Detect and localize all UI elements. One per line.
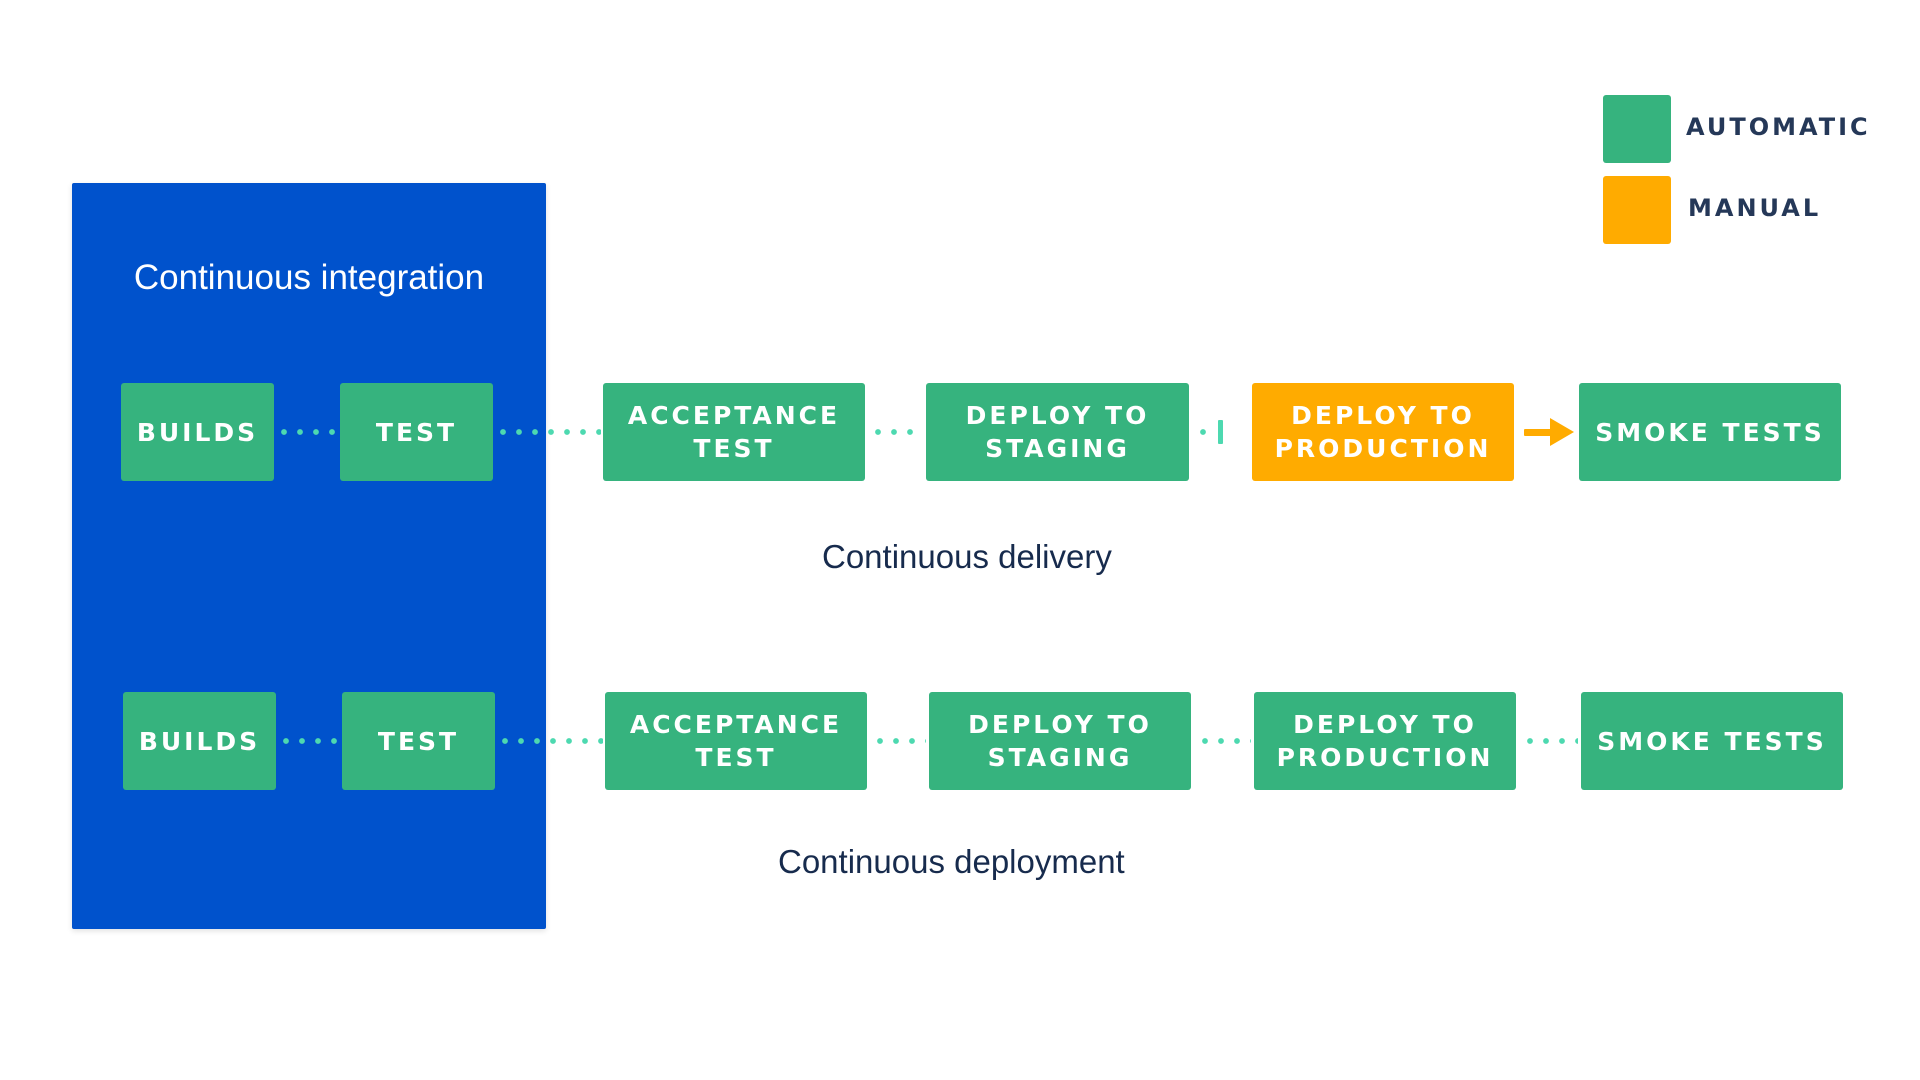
connector-dots (497, 737, 603, 745)
deployment-step-builds: BUILDS (123, 692, 276, 790)
connector-dots (278, 737, 340, 745)
connector-dots (870, 428, 922, 436)
delivery-step-deploy-to-production: DEPLOY TO PRODUCTION (1252, 383, 1514, 481)
deployment-step-deploy-to-production: DEPLOY TO PRODUCTION (1254, 692, 1516, 790)
legend-swatch-automatic (1603, 95, 1671, 163)
delivery-step-deploy-to-staging: DEPLOY TO STAGING (926, 383, 1189, 481)
ci-title: Continuous integration (133, 258, 485, 297)
connector-dots (1197, 737, 1251, 745)
deployment-step-deploy-to-staging: DEPLOY TO STAGING (929, 692, 1191, 790)
deployment-step-test: TEST (342, 692, 495, 790)
arrow-shaft (1524, 429, 1552, 436)
deployment-label: Continuous deployment (778, 843, 1125, 880)
deployment-step-acceptance-test: ACCEPTANCE TEST (605, 692, 867, 790)
legend-swatch-manual (1603, 176, 1671, 244)
ci-panel (72, 183, 546, 929)
legend-label-automatic: AUTOMATIC (1686, 113, 1871, 141)
delivery-step-acceptance-test: ACCEPTANCE TEST (603, 383, 865, 481)
deployment-step-smoke-tests: SMOKE TESTS (1581, 692, 1843, 790)
connector-dots (1522, 737, 1578, 745)
delivery-step-smoke-tests: SMOKE TESTS (1579, 383, 1841, 481)
connector-dots (276, 428, 338, 436)
delivery-step-test: TEST (340, 383, 493, 481)
legend-label-manual: MANUAL (1688, 194, 1822, 222)
delivery-step-builds: BUILDS (121, 383, 274, 481)
connector-dots (495, 428, 601, 436)
manual-gate-bar (1218, 420, 1223, 444)
connector-dots (872, 737, 926, 745)
arrow-right-icon (1550, 418, 1574, 446)
connector-dots (1195, 428, 1213, 436)
delivery-label: Continuous delivery (822, 538, 1112, 575)
